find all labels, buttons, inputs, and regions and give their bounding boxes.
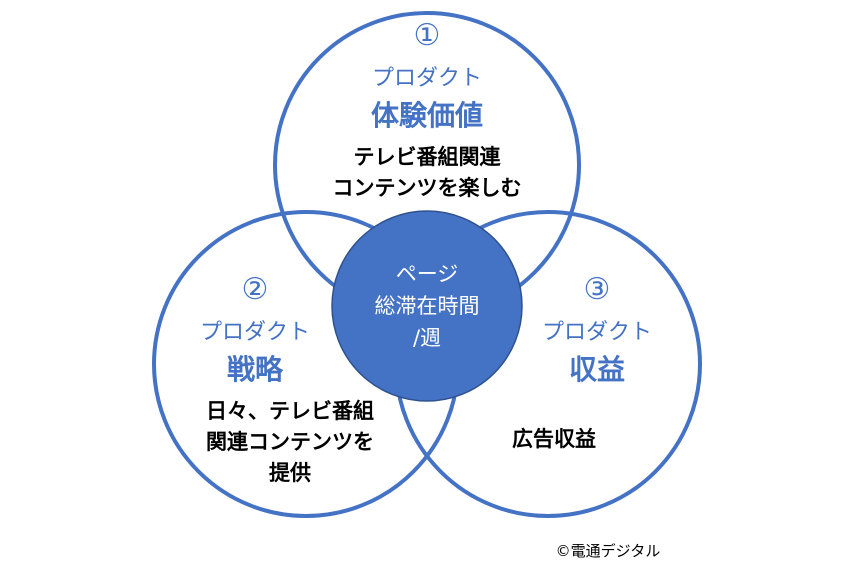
desc-line: 広告収益 <box>512 427 596 451</box>
left-number: ② <box>241 272 269 307</box>
desc-line: 関連コンテンツを <box>206 430 374 454</box>
desc-line: 日々、テレビ番組 <box>206 399 374 423</box>
circle-center <box>331 210 523 402</box>
desc-line: コンテンツを楽しむ <box>332 176 522 200</box>
right-number: ③ <box>583 272 611 307</box>
left-subtitle: プロダクト <box>199 320 311 345</box>
top-description: テレビ番組関連 コンテンツを楽しむ <box>333 142 522 204</box>
center-line: /週 <box>412 326 442 350</box>
center-label: ページ 総滞在時間 /週 <box>375 258 480 354</box>
desc-line: 提供 <box>269 461 311 485</box>
top-number: ① <box>413 18 441 53</box>
right-subtitle: プロダクト <box>541 320 653 345</box>
top-title: 体験価値 <box>370 99 484 132</box>
right-description: 広告収益 <box>512 424 596 455</box>
copyright: ©電通デジタル <box>555 542 661 560</box>
center-line: ページ <box>395 262 459 286</box>
left-description: 日々、テレビ番組 関連コンテンツを 提供 <box>206 396 374 489</box>
desc-line: テレビ番組関連 <box>353 145 501 169</box>
right-title: 収益 <box>568 353 626 386</box>
left-title: 戦略 <box>226 353 284 386</box>
top-subtitle: プロダクト <box>371 66 483 91</box>
center-line: 総滞在時間 <box>374 294 480 318</box>
